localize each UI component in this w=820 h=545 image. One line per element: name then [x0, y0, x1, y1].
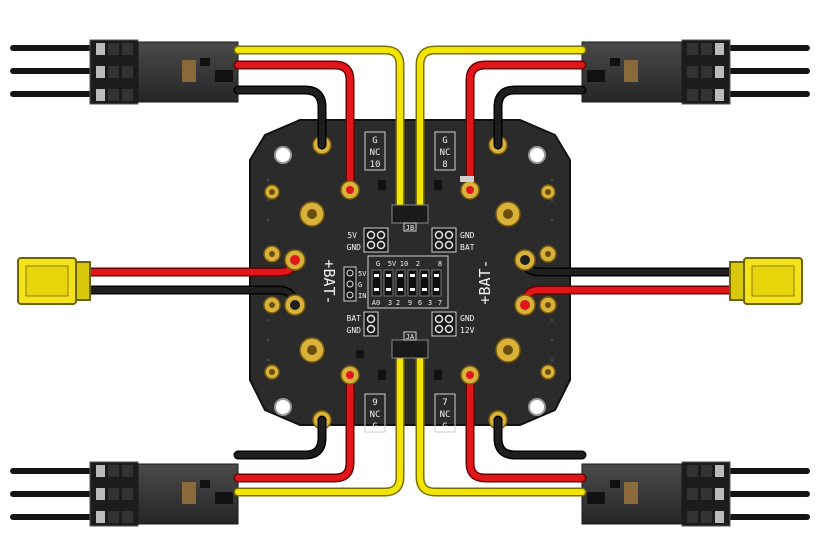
silk-box-tl: G NC 10	[364, 131, 386, 171]
silk-box-br: 7 NC G	[434, 393, 456, 433]
silk-br-0: 7	[442, 398, 447, 408]
header-bat-gnd-left: BAT GND	[347, 311, 379, 337]
xt60-connector-left	[17, 257, 91, 305]
mount-hole-tl	[274, 146, 292, 164]
silk-tl-2: 10	[370, 160, 381, 170]
xt60-connector-right	[729, 257, 803, 305]
jb-connector: JB	[391, 204, 429, 232]
silk-l5v: 5V	[347, 231, 357, 240]
silk-tl-0: G	[372, 136, 377, 146]
silk-r-gnd1: GND	[460, 231, 475, 240]
silk-ht-3: 2	[416, 260, 420, 268]
esc-bottom-left	[10, 461, 239, 527]
silk-hb-6: 7	[438, 299, 442, 307]
silk-bat-left: +BAT-	[320, 259, 338, 304]
silk-tiny-g: G	[358, 281, 362, 289]
silk-tr-1: NC	[440, 148, 451, 158]
mount-hole-br	[528, 398, 546, 416]
silk-r-bat: BAT	[460, 243, 475, 252]
silk-box-bl: 9 NC G	[364, 393, 386, 433]
center-pin-header: G 5V 10 2 8 A0 3 2 9 6 3 7	[367, 255, 449, 309]
silk-bl-0: 9	[372, 398, 377, 408]
ja-connector: JA	[391, 331, 429, 359]
silk-ja: JA	[406, 333, 415, 341]
esc-top-right	[581, 39, 810, 105]
silk-hb-1: 3	[388, 299, 392, 307]
silk-jb: JB	[406, 224, 414, 232]
silk-lgnd2: GND	[347, 326, 362, 335]
silk-hb-0: A0	[372, 299, 380, 307]
silk-ht-4: 8	[438, 260, 442, 268]
silk-lbat: BAT	[347, 314, 362, 323]
silk-bat-right: +BAT-	[476, 259, 494, 304]
silk-br-2: G	[442, 422, 447, 432]
silk-tiny-in: IN	[358, 292, 366, 300]
esc-bottom-right	[581, 461, 810, 527]
header-gnd-12v-right: GND 12V	[431, 311, 475, 337]
esc-top-left	[10, 39, 239, 105]
header-5v-gnd-left: 5V GND	[347, 227, 389, 253]
solder-pads	[263, 135, 557, 430]
silk-lgnd1: GND	[347, 243, 362, 252]
mount-hole-tr	[528, 146, 546, 164]
silk-hb-4: 6	[418, 299, 422, 307]
silk-hb-2: 2	[396, 299, 400, 307]
silk-br-1: NC	[440, 410, 451, 420]
silk-box-tr: G NC 8	[434, 131, 456, 171]
silk-hb-5: 3	[428, 299, 432, 307]
silk-bl-1: NC	[370, 410, 381, 420]
header-gnd-bat-right: GND BAT	[431, 227, 475, 253]
header-5v-g-in: 5V G IN	[343, 266, 367, 302]
silk-r-gnd2: GND	[460, 314, 475, 323]
silk-ht-2: 10	[400, 260, 408, 268]
silk-ht-1: 5V	[388, 260, 397, 268]
mount-hole-bl	[274, 398, 292, 416]
silk-tl-1: NC	[370, 148, 381, 158]
silk-tr-0: G	[442, 136, 447, 146]
silk-tiny-5v: 5V	[358, 270, 367, 278]
silk-bl-2: G	[372, 422, 377, 432]
silk-r12v: 12V	[460, 326, 475, 335]
silk-hb-3: 9	[408, 299, 412, 307]
silk-ht-0: G	[376, 260, 380, 268]
smd-components	[356, 176, 474, 380]
silk-tr-2: 8	[442, 160, 447, 170]
board-dots	[266, 178, 554, 362]
